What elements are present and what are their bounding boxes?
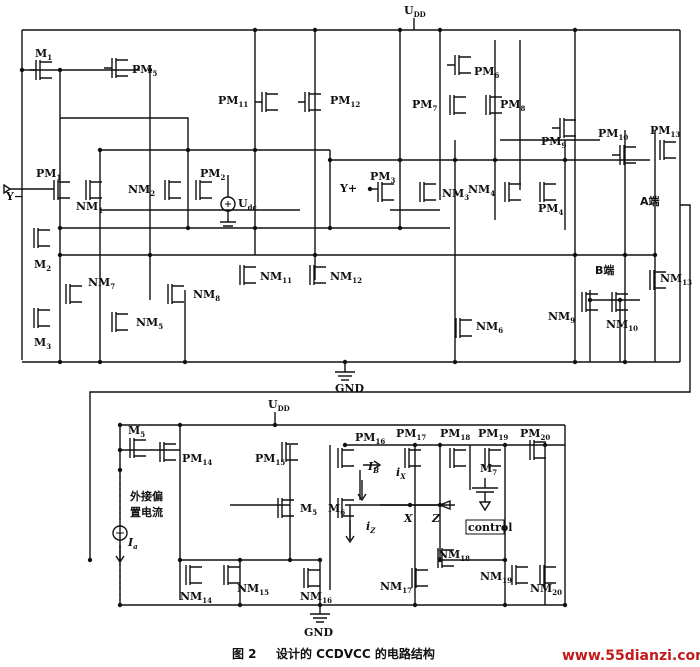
top-junctions (19, 27, 658, 365)
label-nm2: NM2 (128, 183, 155, 198)
label-pm8: PM8 (500, 98, 525, 113)
label-nm9: NM9 (548, 310, 575, 325)
label-pm12: PM12 (330, 94, 360, 109)
bias-label-line1: 外接偏 (129, 489, 163, 503)
label-m1: M1 (35, 47, 52, 62)
a-end-label: A端 (640, 194, 660, 208)
label-m5b: M5 (300, 502, 317, 517)
label-pm19: PM19 (478, 427, 508, 442)
label-nm20: NM20 (530, 582, 562, 597)
label-iz: iZ (366, 520, 376, 535)
label-pm3: PM3 (370, 170, 395, 185)
label-nm7: NM7 (88, 276, 115, 291)
label-pm5: PM5 (132, 63, 157, 78)
label-nm19: NM19 (480, 570, 512, 585)
watermark: www.55dianzi.com (562, 648, 700, 664)
gnd-bottom-label: GND (304, 626, 333, 639)
y-minus-label: Y− (5, 190, 23, 203)
label-pm1: PM1 (36, 167, 61, 182)
y-plus-label: Y+ (339, 182, 357, 195)
figure-caption: 图 2 设计的 CCDVCC 的电路结构 (232, 646, 435, 661)
top-transistor-symbols (3, 55, 676, 338)
label-nm12: NM12 (330, 270, 362, 285)
vdd-bottom-label: UDD (268, 398, 290, 413)
b-end-label: B端 (595, 263, 614, 277)
label-nm15: NM15 (237, 582, 269, 597)
label-pm17: PM17 (396, 427, 426, 442)
caption-fig-number: 图 2 (232, 647, 257, 661)
label-pm6: PM6 (474, 65, 499, 80)
label-pm2: PM2 (200, 167, 225, 182)
label-pm4: PM4 (538, 202, 563, 217)
label-nm3: NM3 (442, 187, 469, 202)
label-nm6: NM6 (476, 320, 503, 335)
x-output-label: X (403, 512, 413, 525)
label-pm18: PM18 (440, 427, 470, 442)
bottom-transistor-symbols (115, 438, 556, 588)
label-nm11: NM11 (260, 270, 292, 285)
label-pm9: PM9 (541, 135, 566, 150)
top-wiring (21, 18, 691, 560)
label-pm7: PM7 (412, 98, 437, 113)
label-ia: Ia (127, 536, 138, 551)
label-nm13: NM13 (660, 272, 692, 287)
z-output-label: Z (431, 512, 441, 525)
label-nm10: NM10 (606, 318, 638, 333)
label-m6: M6 (328, 502, 345, 517)
label-m2: M2 (34, 258, 51, 273)
control-label: control (468, 521, 512, 534)
label-nm17: NM17 (380, 580, 412, 595)
label-nm4: NM4 (468, 183, 495, 198)
label-pm13: PM13 (650, 124, 680, 139)
bottom-labels: UDD GND M5 PM14 PM15 PM16 PM17 PM18 PM19… (127, 398, 562, 639)
label-pm10: PM10 (598, 127, 628, 142)
bias-label-line2: 置电流 (130, 505, 163, 519)
gnd-top-label: GND (335, 382, 364, 395)
label-nm16: NM16 (300, 590, 332, 605)
label-nm14: NM14 (180, 590, 212, 605)
label-m3: M3 (34, 336, 51, 351)
label-pm16: PM16 (355, 431, 385, 446)
label-pm20: PM20 (520, 427, 550, 442)
label-pm11: PM11 (218, 94, 248, 109)
label-m5a: M5 (128, 424, 145, 439)
label-ix: iX (396, 466, 406, 481)
label-pm15: PM15 (255, 452, 285, 467)
vdd-top-label: UDD (404, 4, 426, 19)
top-labels: UDD GND Y− Y+ A端 B端 Udc M1 PM5 PM6 PM11 … (5, 4, 692, 395)
udc-label: Udc (238, 197, 257, 212)
label-nm1: NM1 (76, 200, 103, 215)
label-nm8: NM8 (193, 288, 220, 303)
bottom-wiring (112, 412, 566, 623)
caption-title: 设计的 CCDVCC 的电路结构 (276, 646, 435, 661)
label-pm14: PM14 (182, 452, 212, 467)
label-m7: M7 (480, 462, 497, 477)
label-nm18: NM18 (438, 548, 470, 563)
label-ib: IB (367, 460, 379, 475)
label-nm5: NM5 (136, 316, 163, 331)
